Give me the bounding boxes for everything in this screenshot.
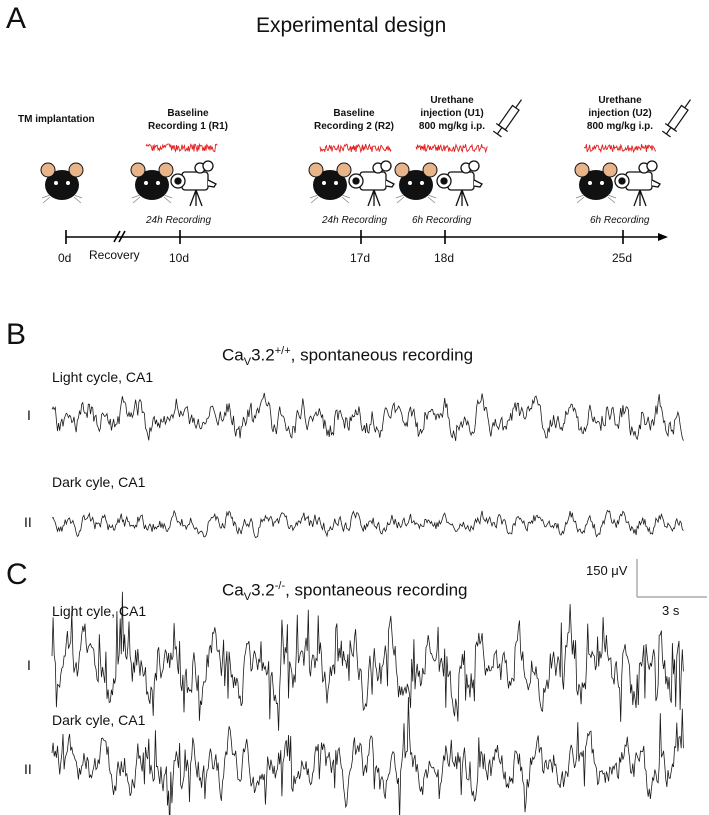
trace-roman-c-2: II [24,761,32,777]
panel-letter-c: C [6,558,28,591]
day-label-0d: 0d [58,251,72,265]
trace-roman-b-1: I [27,407,31,423]
recording-noise-bar [319,143,392,154]
scale-bar [636,559,707,598]
eeg-traces [51,392,684,815]
recording-noise-bar [583,143,657,154]
trace-title-c: CaV3.2-/-, spontaneous recording [222,580,468,604]
video-camera-icon [170,160,217,207]
trace-label-b-dark: Dark cyle, CA1 [52,474,146,490]
day-label-10d: 10d [169,251,190,265]
mouse-icon [40,162,84,204]
mouse-icon [130,162,174,204]
trace-label-b-light: Light cycle, CA1 [52,369,154,385]
trace-title-b: CaV3.2+/+, spontaneous recording [222,345,474,369]
video-camera-icon [614,160,661,207]
scalebar-time-label: 3 s [662,603,680,618]
day-label-18d: 18d [434,251,455,265]
syringe-icon [661,99,691,138]
video-camera-icon [348,160,395,207]
timeline-arrowhead [658,233,668,241]
eeg-trace [51,509,684,539]
panel-letter-b: B [6,318,27,351]
trace-roman-b-2: II [24,514,32,530]
camera-icons [170,160,661,207]
trace-label-c-dark: Dark cyle, CA1 [52,712,146,728]
eeg-trace [51,392,684,441]
video-camera-icon [436,160,483,207]
trace-label-c-light: Light cyle, CA1 [52,603,147,619]
recording-label-u1: 6h Recording [412,215,472,226]
mouse-icon [394,162,438,204]
scalebar-amplitude-label: 150 μV [586,563,628,578]
recording-noise-bar [145,142,218,153]
day-label-25d: 25d [612,251,633,265]
mouse-icon [308,162,352,204]
syringe-icon [492,99,522,138]
recording-label-r2: 24h Recording [322,215,388,226]
recording-label-r1: 24h Recording [146,215,212,226]
mouse-icon [574,162,618,204]
recovery-label: Recovery [89,248,140,262]
design-title: Experimental design [256,14,447,37]
syringe-icons [492,99,691,138]
recording-noise-bars [145,142,657,154]
day-label-17d: 17d [350,251,371,265]
recording-noise-bar [415,143,488,154]
timeline [65,230,660,244]
eeg-trace [51,697,684,815]
tm-implantation-label: TM implantation [18,114,95,125]
trace-roman-c-1: I [27,657,31,673]
panel-letter-a: A [6,2,27,35]
recording-label-u2: 6h Recording [590,215,650,226]
eeg-trace [51,591,684,731]
mouse-icons [40,162,618,204]
